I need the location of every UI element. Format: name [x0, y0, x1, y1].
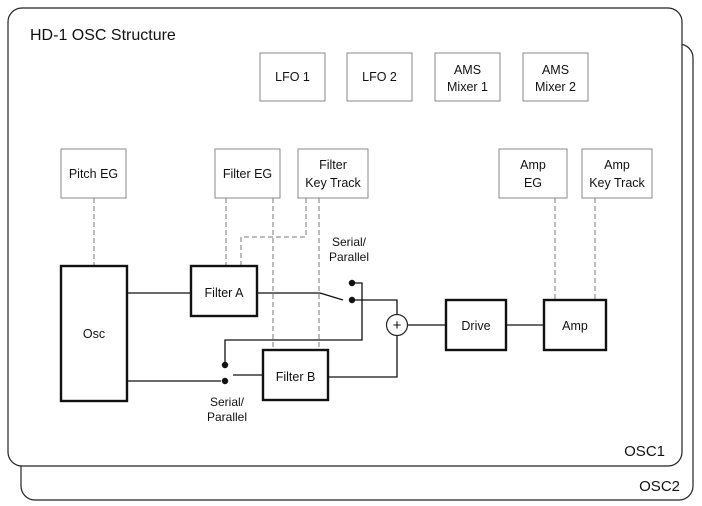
filter-b-block: Filter B [261, 348, 330, 402]
lower-switch-contact-parallel [221, 377, 229, 385]
modulation-routing [93, 198, 596, 350]
svg-text:Filter EG: Filter EG [223, 167, 272, 181]
lower-switch-contact-serial [221, 361, 229, 369]
upper-switch-parallel-wire [352, 299, 398, 314]
svg-text:Parallel: Parallel [329, 250, 369, 264]
svg-text:Mixer 1: Mixer 1 [447, 80, 488, 94]
amp-key-track-module: Amp Key Track [581, 148, 653, 199]
svg-text:EG: EG [524, 176, 542, 190]
amp-eg-module: Amp EG [498, 148, 568, 199]
svg-text:Amp: Amp [520, 158, 546, 172]
svg-text:Key Track: Key Track [305, 176, 361, 190]
svg-text:LFO 2: LFO 2 [362, 70, 397, 84]
osc-block: Osc [59, 264, 129, 403]
svg-text:Drive: Drive [461, 319, 490, 333]
svg-text:Amp: Amp [562, 319, 588, 333]
ams-mixer1-module: AMS Mixer 1 [434, 52, 501, 102]
svg-text:Parallel: Parallel [207, 410, 247, 424]
svg-text:Serial/: Serial/ [210, 395, 245, 409]
svg-text:LFO 1: LFO 1 [275, 70, 310, 84]
filter-a-block: Filter A [189, 264, 259, 318]
svg-text:Amp: Amp [604, 158, 630, 172]
osc2-label: OSC2 [639, 478, 680, 495]
upper-switch-label: Serial/ Parallel [329, 235, 369, 264]
amp-block: Amp [542, 298, 608, 352]
lfo1-module: LFO 1 [259, 52, 326, 102]
pitch-eg-module: Pitch EG [60, 148, 127, 199]
osc1-label: OSC1 [624, 443, 665, 460]
signal-routing [127, 282, 544, 382]
svg-text:Pitch EG: Pitch EG [69, 167, 118, 181]
svg-text:Mixer 2: Mixer 2 [535, 80, 576, 94]
svg-text:Osc: Osc [83, 327, 105, 341]
svg-text:Filter A: Filter A [205, 286, 245, 300]
svg-text:AMS: AMS [454, 63, 481, 77]
mixer-sum-node: + [385, 313, 409, 337]
ams-mixer2-module: AMS Mixer 2 [522, 52, 589, 102]
upper-switch-contact-parallel [348, 296, 356, 304]
drive-block: Drive [444, 298, 508, 352]
upper-switch-contact-serial [348, 279, 356, 287]
filter-key-track-module: Filter Key Track [297, 148, 369, 199]
filter-b-to-mixer-wire [328, 336, 398, 378]
svg-text:Serial/: Serial/ [332, 235, 367, 249]
lfo2-module: LFO 2 [346, 52, 413, 102]
lower-switch-label: Serial/ Parallel [207, 395, 247, 424]
diagram-title: HD-1 OSC Structure [30, 27, 176, 44]
filter-eg-module: Filter EG [214, 148, 281, 199]
upper-switch-serial-wire [224, 282, 363, 365]
key-track-to-filter-a-line [240, 198, 307, 266]
svg-text:Filter B: Filter B [276, 370, 316, 384]
svg-text:Filter: Filter [319, 158, 347, 172]
osc1-panel [7, 7, 683, 467]
svg-text:Key Track: Key Track [589, 176, 645, 190]
upper-switch-arm [319, 292, 344, 301]
svg-text:+: + [393, 317, 402, 334]
svg-text:AMS: AMS [542, 63, 569, 77]
